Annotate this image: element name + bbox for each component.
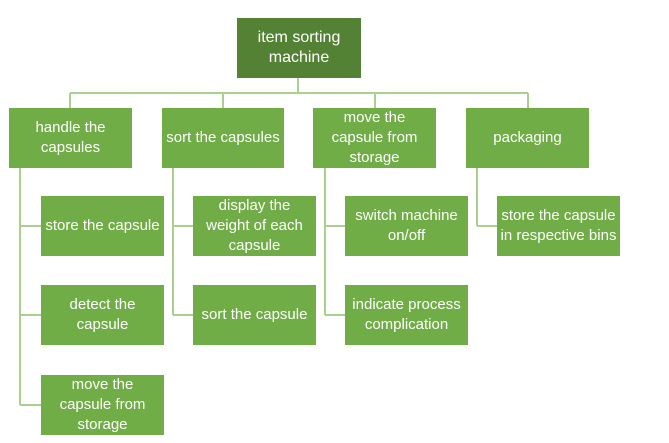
leaf-node: store the capsule: [41, 196, 164, 256]
root-node: item sorting machine: [237, 18, 361, 78]
leaf-node: move the capsule from storage: [41, 375, 164, 435]
leaf-node: store the capsule in respective bins: [497, 196, 620, 256]
branch-node-handle-the-capsules: handle the capsules: [9, 108, 132, 168]
branch-node-packaging: packaging: [466, 108, 589, 168]
connector-branch-1: [19, 168, 41, 406]
leaf-node: switch machine on/off: [345, 196, 468, 256]
connector-root: [69, 78, 529, 108]
leaf-node: display the weight of each capsule: [193, 196, 316, 256]
branch-node-sort-the-capsules: sort the capsules: [162, 108, 284, 168]
leaf-node: sort the capsule: [193, 285, 316, 345]
connector-branch-2: [172, 168, 193, 316]
connector-branch-3: [324, 168, 345, 316]
leaf-node: detect the capsule: [41, 285, 164, 345]
connector-branch-4: [476, 168, 497, 227]
branch-node-move-the-capsule-from-storage: move the capsule from storage: [313, 108, 436, 168]
leaf-node: indicate process complication: [345, 285, 468, 345]
